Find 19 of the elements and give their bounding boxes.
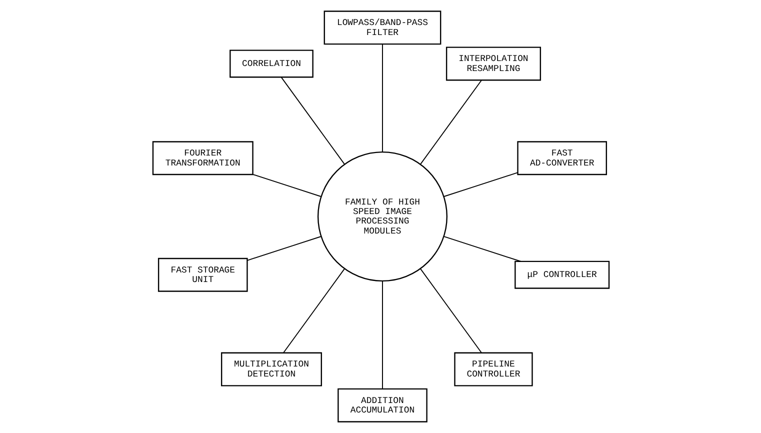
node-box: LOWPASS/BAND-PASS FILTER [323, 10, 441, 45]
connector [419, 80, 482, 165]
node-box: MULTIPLICATION DETECTION [220, 352, 322, 386]
connector [443, 172, 518, 197]
node-box: ADDITION ACCUMULATION [337, 388, 427, 422]
node-box: INTERPOLATION RESAMPLING [445, 46, 541, 81]
node-box: CORRELATION [229, 50, 313, 78]
node-box: μP CONTROLLER [514, 260, 610, 289]
connector [419, 268, 482, 354]
node-box: FAST STORAGE UNIT [157, 258, 248, 292]
connector [282, 268, 345, 354]
node-circle: FAMILY OF HIGH SPEED IMAGE PROCESSING MODULES [316, 151, 448, 282]
connector [252, 174, 321, 197]
node-box: FOURIER TRANSFORMATION [152, 141, 253, 176]
connector [442, 236, 521, 262]
connector [280, 76, 344, 165]
connector [246, 236, 321, 261]
node-box: PIPELINE CONTROLLER [454, 352, 532, 386]
node-box: FAST AD-CONVERTER [516, 141, 606, 176]
